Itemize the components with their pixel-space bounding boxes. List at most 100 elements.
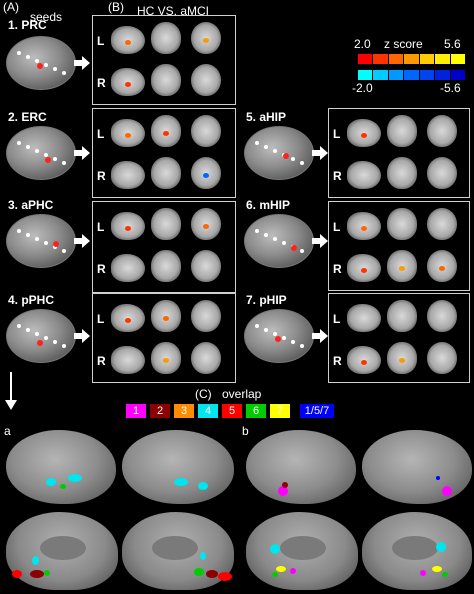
seed-dot <box>35 149 39 153</box>
brain-slice <box>427 300 457 332</box>
brain-slice <box>427 157 457 189</box>
overlap-label: overlap <box>222 387 262 401</box>
activation-blob <box>203 38 209 43</box>
seed-marker <box>283 153 289 159</box>
seed-image <box>244 309 314 363</box>
arrow-right-icon <box>312 146 328 160</box>
seed-dot <box>44 153 48 157</box>
overlap-swatch: 1/5/7 <box>300 404 334 418</box>
brain-slice <box>347 212 381 240</box>
activation-blob <box>125 82 131 87</box>
arrow-right-icon <box>74 234 90 248</box>
seed-label: 6. mHIP <box>246 198 291 212</box>
seed-dot <box>26 55 30 59</box>
seed-dot <box>273 149 277 153</box>
brain-slice <box>427 342 457 374</box>
activation-blob <box>399 358 405 363</box>
cortex-lateral-left-b <box>246 430 356 504</box>
panel-label-b-lower: b <box>242 424 249 438</box>
activation-blob <box>125 318 131 323</box>
zscore-swatch <box>388 70 404 80</box>
hemi-label-left: L <box>333 220 341 234</box>
seed-dot <box>53 340 57 344</box>
hemi-label-right: R <box>333 354 342 368</box>
seed-dot <box>282 336 286 340</box>
zscore-swatch <box>435 54 450 64</box>
seed-label: 7. pHIP <box>246 293 287 307</box>
zscore-swatch <box>373 54 388 64</box>
brain-slice <box>347 254 381 282</box>
arrow-right-icon <box>74 56 90 70</box>
brain-slice <box>191 115 221 147</box>
brain-slice <box>427 208 457 240</box>
panel-label-b-upper: (B) <box>108 0 124 14</box>
hemi-label-left: L <box>333 312 341 326</box>
seed-dot <box>255 324 259 328</box>
brain-slice <box>387 208 417 240</box>
hemi-label-right: R <box>333 262 342 276</box>
cortex-medial-left-b <box>246 512 358 590</box>
activation-blob <box>125 226 131 231</box>
hemi-label-right: R <box>97 262 106 276</box>
overlap-swatch: 6 <box>246 404 266 418</box>
activation-blob <box>203 224 209 229</box>
seed-dot <box>291 157 295 161</box>
seed-dot <box>300 249 304 253</box>
zscore-swatch <box>419 70 435 80</box>
seed-dot <box>44 63 48 67</box>
brain-slice <box>347 346 381 374</box>
brain-slice <box>151 64 181 96</box>
overlap-swatch: 4 <box>198 404 218 418</box>
seed-dot <box>300 344 304 348</box>
seed-dot <box>264 233 268 237</box>
zscore-pos-max: 5.6 <box>444 37 461 51</box>
seed-dot <box>53 157 57 161</box>
brain-slice <box>191 157 221 189</box>
brain-slice <box>111 212 145 240</box>
seed-dot <box>273 332 277 336</box>
brain-slice <box>387 157 417 189</box>
zscore-title: z score <box>384 37 423 51</box>
brain-slice <box>191 22 221 54</box>
activation-blob <box>361 360 367 365</box>
activation-blob <box>361 268 367 273</box>
brain-slice <box>191 208 221 240</box>
activation-blob <box>125 133 131 138</box>
hemi-label-left: L <box>97 34 105 48</box>
comparison-title: HC VS. aMCI <box>137 4 210 18</box>
seed-dot <box>53 245 57 249</box>
hemi-label-left: L <box>97 127 105 141</box>
seed-dot <box>35 237 39 241</box>
seed-dot <box>62 344 66 348</box>
brain-slice <box>191 64 221 96</box>
activation-blob <box>361 133 367 138</box>
cortex-lateral-right-a <box>122 430 234 504</box>
seed-dot <box>255 141 259 145</box>
zscore-swatch <box>373 70 388 80</box>
seed-dot <box>26 233 30 237</box>
hemi-label-right: R <box>97 354 106 368</box>
zscore-swatch <box>404 54 419 64</box>
hemi-label-right: R <box>333 169 342 183</box>
seed-marker <box>291 245 297 251</box>
brain-slice <box>427 250 457 282</box>
brain-slice <box>151 115 181 147</box>
zscore-legend: 2.0 z score 5.6 -2.0 -5.6 <box>322 37 470 95</box>
seed-label: 5. aHIP <box>246 110 287 124</box>
seed-image <box>244 126 314 180</box>
zscore-neg-min: -2.0 <box>352 81 373 95</box>
cortex-medial-left-a <box>6 512 118 590</box>
hemi-label-left: L <box>97 220 105 234</box>
panel-label-a-upper: (A) <box>3 0 19 14</box>
brain-slice <box>387 300 417 332</box>
brain-slice <box>111 26 145 54</box>
cortex-lateral-right-b <box>362 430 472 504</box>
zscore-swatch <box>419 54 435 64</box>
seed-dot <box>26 328 30 332</box>
zscore-negative-bar <box>358 70 466 80</box>
seed-dot <box>291 340 295 344</box>
